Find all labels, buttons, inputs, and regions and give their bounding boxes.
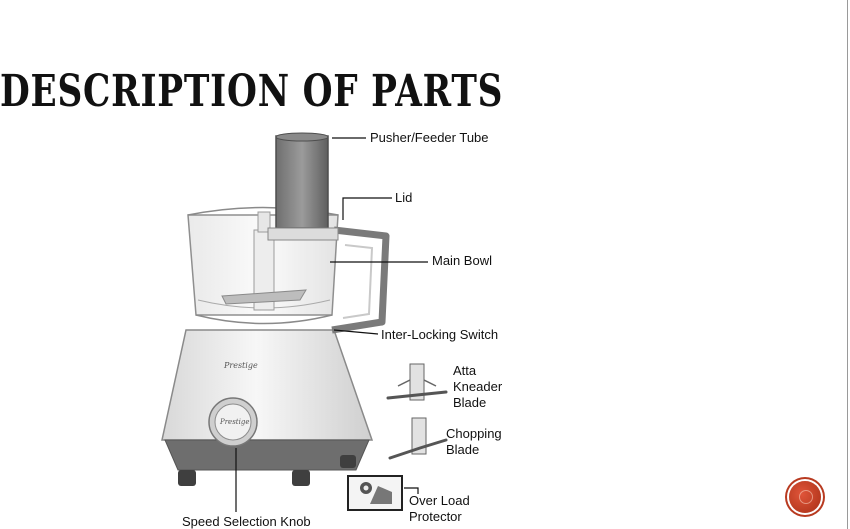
pusher-feeder-tube (267, 132, 339, 241)
label-atta-kneader-blade-line2: Kneader (453, 379, 503, 394)
chopping-blade-image (388, 417, 448, 460)
brand-logo-base: Prestige (223, 361, 258, 370)
label-chopping-blade-line1: Chopping (446, 426, 502, 441)
label-inter-locking-switch: Inter-Locking Switch (381, 327, 498, 342)
nav-ring-icon (799, 490, 813, 504)
label-main-bowl: Main Bowl (432, 253, 492, 268)
page-title: DESCRIPTION OF PARTS (0, 66, 504, 117)
label-over-load-protector-line1: Over Load (409, 493, 470, 508)
brand-logo-knob: Prestige (219, 418, 249, 426)
label-lid: Lid (395, 190, 412, 205)
speed-selection-knob: Prestige (208, 397, 258, 447)
label-atta-kneader-blade-line1: Atta (453, 363, 477, 378)
atta-kneader-blade-image (386, 363, 448, 401)
motor-base: Prestige (161, 329, 374, 486)
label-speed-selection-knob: Speed Selection Knob (182, 514, 311, 529)
label-atta-kneader-blade-line3: Blade (453, 395, 486, 410)
callout-leader-lines (235, 137, 428, 512)
over-load-protector-image (347, 475, 403, 511)
label-chopping-blade-line2: Blade (446, 442, 479, 457)
slide-edge-divider (847, 0, 848, 529)
label-over-load-protector-line2: Protector (409, 509, 462, 524)
label-pusher-feeder-tube: Pusher/Feeder Tube (370, 130, 489, 145)
slide-nav-button[interactable] (789, 481, 821, 513)
